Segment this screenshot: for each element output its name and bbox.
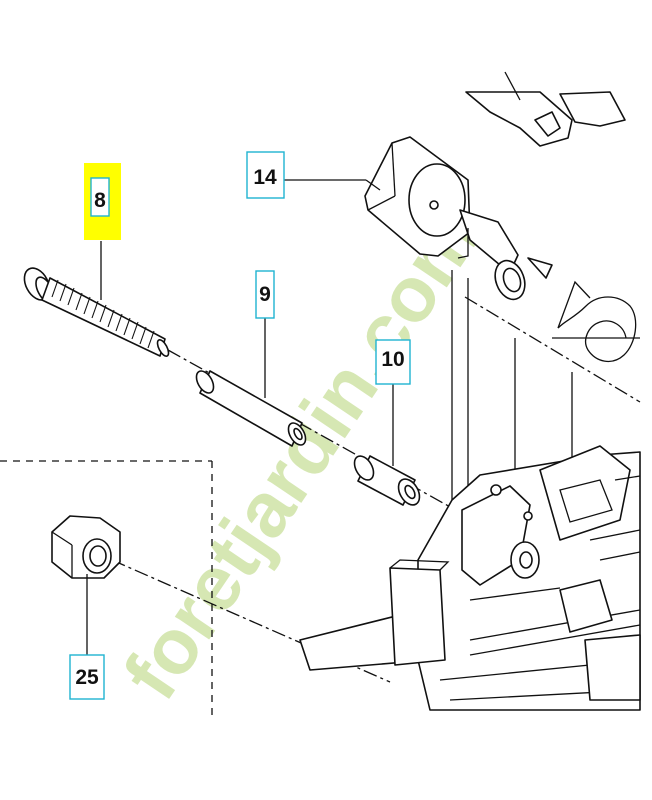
part-label-14-box [246,151,285,199]
part-label-8-box [90,177,110,217]
part-label-10[interactable]: 10 [375,339,411,385]
part-14-lever-drawing [364,136,553,301]
part-label-25-text: 25 [75,666,99,689]
part-label-9-box [255,270,275,319]
part-10-sleeve-drawing [353,455,421,506]
part-25-nut-drawing [51,515,121,579]
part-label-14[interactable]: 14 [246,151,285,199]
housing-drawing [299,270,641,711]
part-8-screw-drawing [23,267,170,357]
part-label-9-text: 9 [259,283,271,306]
part-label-10-box [375,339,411,385]
background-parts-top-right [465,71,626,147]
spring-drawing [557,280,637,363]
part-label-10-text: 10 [381,348,404,371]
part-9-tube-drawing [195,370,307,447]
part-label-14-text: 14 [253,166,277,189]
part-label-8-text: 8 [94,189,106,212]
leader-lines [86,179,394,655]
part-label-25-box [69,654,105,700]
part-label-9[interactable]: 9 [255,270,275,319]
part-label-25[interactable]: 25 [69,654,105,700]
dashed-region-box [0,460,213,715]
part-label-8[interactable]: 8 [84,163,121,240]
